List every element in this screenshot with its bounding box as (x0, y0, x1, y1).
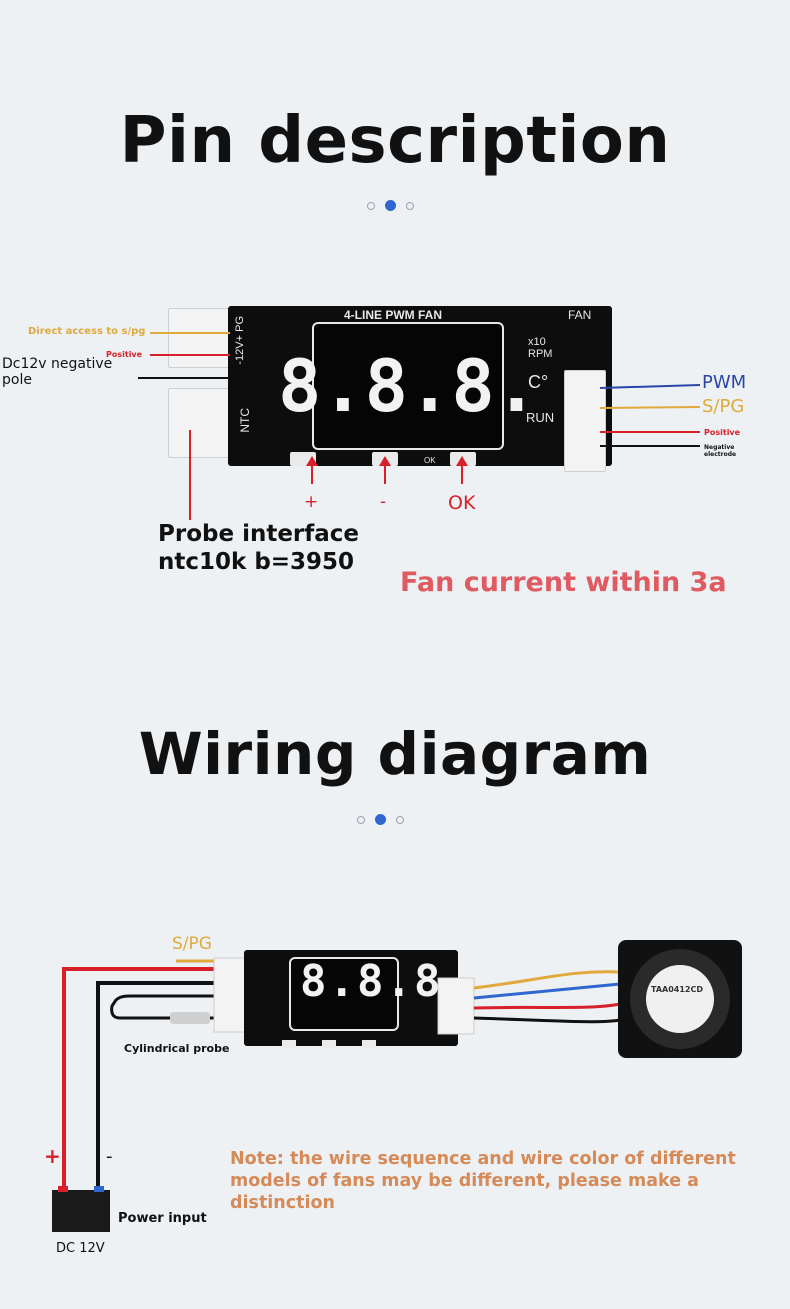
label-dc12v-negative: Dc12v negative pole (2, 356, 113, 388)
pin-leader-lines (138, 332, 701, 520)
wiring-label-minus: - (106, 1146, 113, 1167)
label-pwm: PWM (702, 372, 747, 393)
fan-sticker-label: TAA0412CD (651, 985, 703, 994)
wiring-illustration (52, 940, 742, 1232)
left-connector-top (168, 308, 230, 368)
label-plus: + (304, 492, 319, 512)
left-connector-bottom (168, 388, 230, 458)
carousel-dot[interactable] (396, 815, 404, 824)
fan-connector (564, 370, 606, 472)
carousel-dot[interactable] (367, 201, 375, 210)
wiring-note: Note: the wire sequence and wire color o… (230, 1149, 736, 1213)
label-ok: OK (448, 492, 476, 514)
silk-fan: FAN (568, 308, 592, 322)
wiring-label-power-input: Power input (118, 1211, 207, 1226)
wiring-label-spg: S/PG (172, 934, 212, 954)
carousel-dot[interactable] (406, 201, 414, 210)
label-direct-access: Direct access to s/pg (28, 326, 146, 337)
label-positive-right: Positive (704, 428, 741, 437)
carousel-dot-active[interactable] (385, 200, 396, 211)
silk-ok: OK (424, 456, 436, 465)
carousel-dots-1[interactable] (367, 200, 414, 211)
wiring-display: 8.8.8. (300, 956, 471, 1007)
label-negative-right: Negative electrode (704, 444, 737, 458)
silk-4line: 4-LINE PWM FAN (344, 308, 442, 322)
wiring-label-dc12v: DC 12V (56, 1241, 105, 1256)
wiring-label-probe: Cylindrical probe (124, 1042, 230, 1055)
section-title-pin-description: Pin description (119, 104, 671, 178)
pin-board-illustration: 4-LINE PWM FAN FAN -12V+ PG NTC 8.8.8. x… (160, 300, 620, 480)
carousel-dot-active[interactable] (375, 814, 386, 825)
label-minus: - (380, 492, 387, 512)
silk-run: RUN (526, 410, 555, 425)
label-fan-current: Fan current within 3a (400, 567, 727, 598)
seven-segment-display: 8.8.8. (278, 322, 538, 450)
silk-c: C° (528, 372, 549, 392)
label-positive-left: Positive (106, 350, 143, 359)
carousel-dots-2[interactable] (357, 814, 404, 825)
silk-rpm: RPM (528, 348, 553, 360)
section-title-wiring-diagram: Wiring diagram (138, 720, 652, 788)
carousel-dot[interactable] (357, 815, 365, 824)
label-spg: S/PG (702, 396, 745, 417)
label-probe-interface: Probe interface ntc10k b=3950 (158, 521, 360, 575)
wiring-label-plus: + (44, 1144, 61, 1168)
silk-x10: x10 (528, 336, 546, 348)
